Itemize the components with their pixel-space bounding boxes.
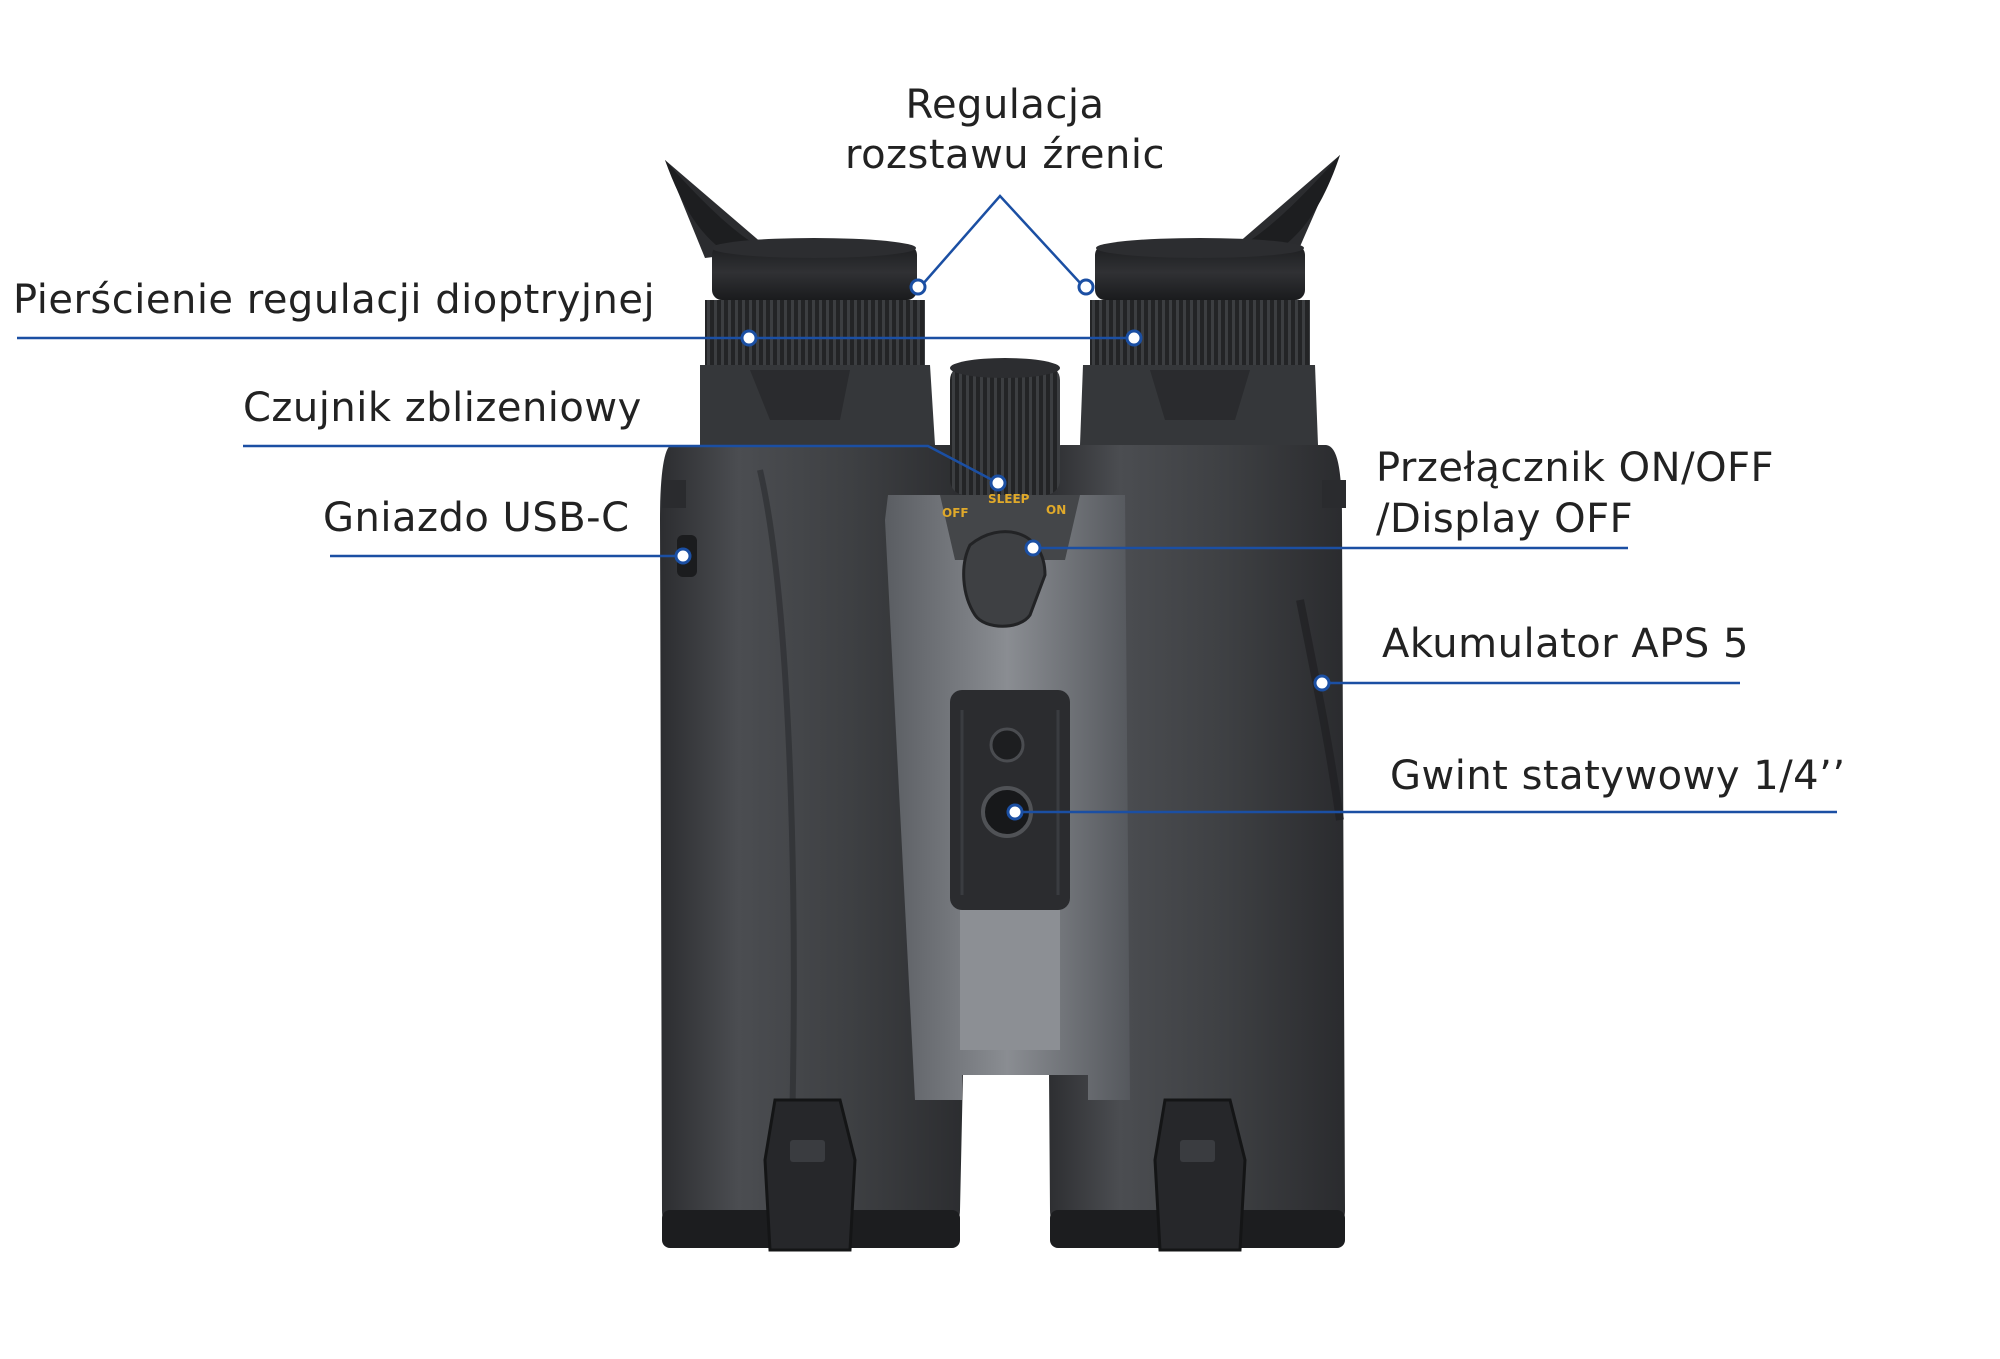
callout-dot-icon: [1006, 803, 1024, 821]
callout-dots: [674, 278, 1331, 821]
callout-line-ipd: [921, 194, 1083, 286]
label-tripod: Gwint statywowy 1/4’’: [1390, 753, 1846, 799]
label-power-line1: Przełącznik ON/OFF: [1376, 445, 1775, 491]
right-strap-clip: [1153, 1098, 1247, 1252]
label-proximity: Czujnik zblizeniowy: [243, 385, 642, 431]
switch-on-mark: ON: [1046, 503, 1066, 517]
left-eyepiece-top: [712, 245, 917, 300]
label-diopter: Pierścienie regulacji dioptryjnej: [13, 277, 656, 323]
right-eyepiece-top: [1095, 245, 1305, 300]
label-usb: Gniazdo USB-C: [323, 495, 630, 541]
left-strap-clip: [763, 1098, 857, 1252]
label-ipd: Regulacja rozstawu źrenic: [845, 82, 1165, 178]
callout-dot-icon: [909, 278, 927, 296]
left-diopter-ring: [705, 300, 925, 365]
focus-knob: [950, 365, 1060, 495]
right-strap-lug-top: [1322, 480, 1346, 508]
power-switch: [962, 530, 1047, 628]
label-battery: Akumulator APS 5: [1382, 621, 1749, 667]
switch-sleep-mark: SLEEP: [988, 492, 1030, 506]
left-eyecup: [665, 160, 770, 258]
callout-dot-icon: [989, 474, 1007, 492]
label-power-line2: /Display OFF: [1376, 496, 1634, 542]
left-strap-lug-top: [662, 480, 686, 508]
lower-plate: [960, 910, 1060, 1050]
callout-dot-icon: [1077, 278, 1095, 296]
callout-dot-icon: [1125, 329, 1143, 347]
small-mount-hole: [989, 727, 1025, 763]
callout-dot-icon: [674, 547, 692, 565]
callout-dot-icon: [1313, 674, 1331, 692]
right-diopter-ring: [1090, 300, 1310, 365]
center-hinge: [885, 358, 1130, 1100]
switch-off-mark: OFF: [942, 506, 969, 520]
callout-dot-icon: [740, 329, 758, 347]
callout-dot-icon: [1024, 539, 1042, 557]
callout-line-proximity: [243, 444, 999, 485]
right-eyecup: [1230, 155, 1340, 258]
callout-lines: [17, 194, 1837, 814]
